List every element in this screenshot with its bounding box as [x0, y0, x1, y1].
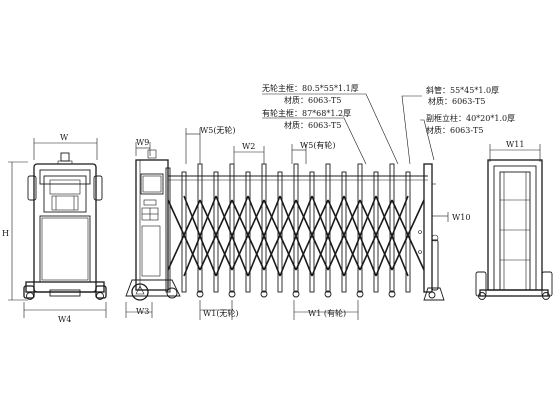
- dim-w11: W11: [506, 140, 524, 149]
- dim-w5-wheeled: W5(有轮): [300, 140, 336, 150]
- label-wheelless-frame: 无轮主框：80.5*55*1.1厚: [262, 83, 359, 93]
- label-sub-frame-post: 副框立柱：40*20*1.0厚: [426, 113, 515, 123]
- label-wheeled-material: 材质：6063-T5: [284, 120, 342, 130]
- dim-w10: W10: [452, 213, 470, 222]
- label-sub-frame-material: 材质：6063-T5: [426, 125, 484, 135]
- main-gate-view: W9 W3: [125, 93, 470, 320]
- dim-w9: W9: [136, 138, 149, 147]
- material-annotations: 无轮主框：80.5*55*1.1厚 材质：6063-T5 有轮主框：87*68*…: [262, 83, 515, 135]
- leader-lines: [262, 93, 435, 165]
- post-wheels: [196, 290, 396, 298]
- dim-h: H: [2, 229, 9, 238]
- dim-w2: W2: [242, 142, 255, 151]
- left-end-view: W H W4: [2, 133, 107, 324]
- label-wheelless-material: 材质：6063-T5: [284, 95, 342, 105]
- label-diagonal-tube: 斜管：55*45*1.0厚: [426, 85, 499, 95]
- label-wheeled-frame: 有轮主框：87*68*1.2厚: [262, 108, 351, 118]
- scissor-lattice: [167, 195, 425, 277]
- right-end-view: W11: [475, 140, 553, 300]
- dim-w5-no-wheel: W5(无轮): [200, 125, 236, 135]
- dim-w4: W4: [58, 315, 71, 324]
- dim-w1-wheeled: W1 (有轮): [308, 308, 346, 318]
- dim-w3: W3: [136, 307, 149, 316]
- dim-w: W: [60, 133, 69, 142]
- label-diagonal-material: 材质：6063-T5: [428, 96, 486, 106]
- dim-w1-no-wheel: W1(无轮): [203, 308, 239, 318]
